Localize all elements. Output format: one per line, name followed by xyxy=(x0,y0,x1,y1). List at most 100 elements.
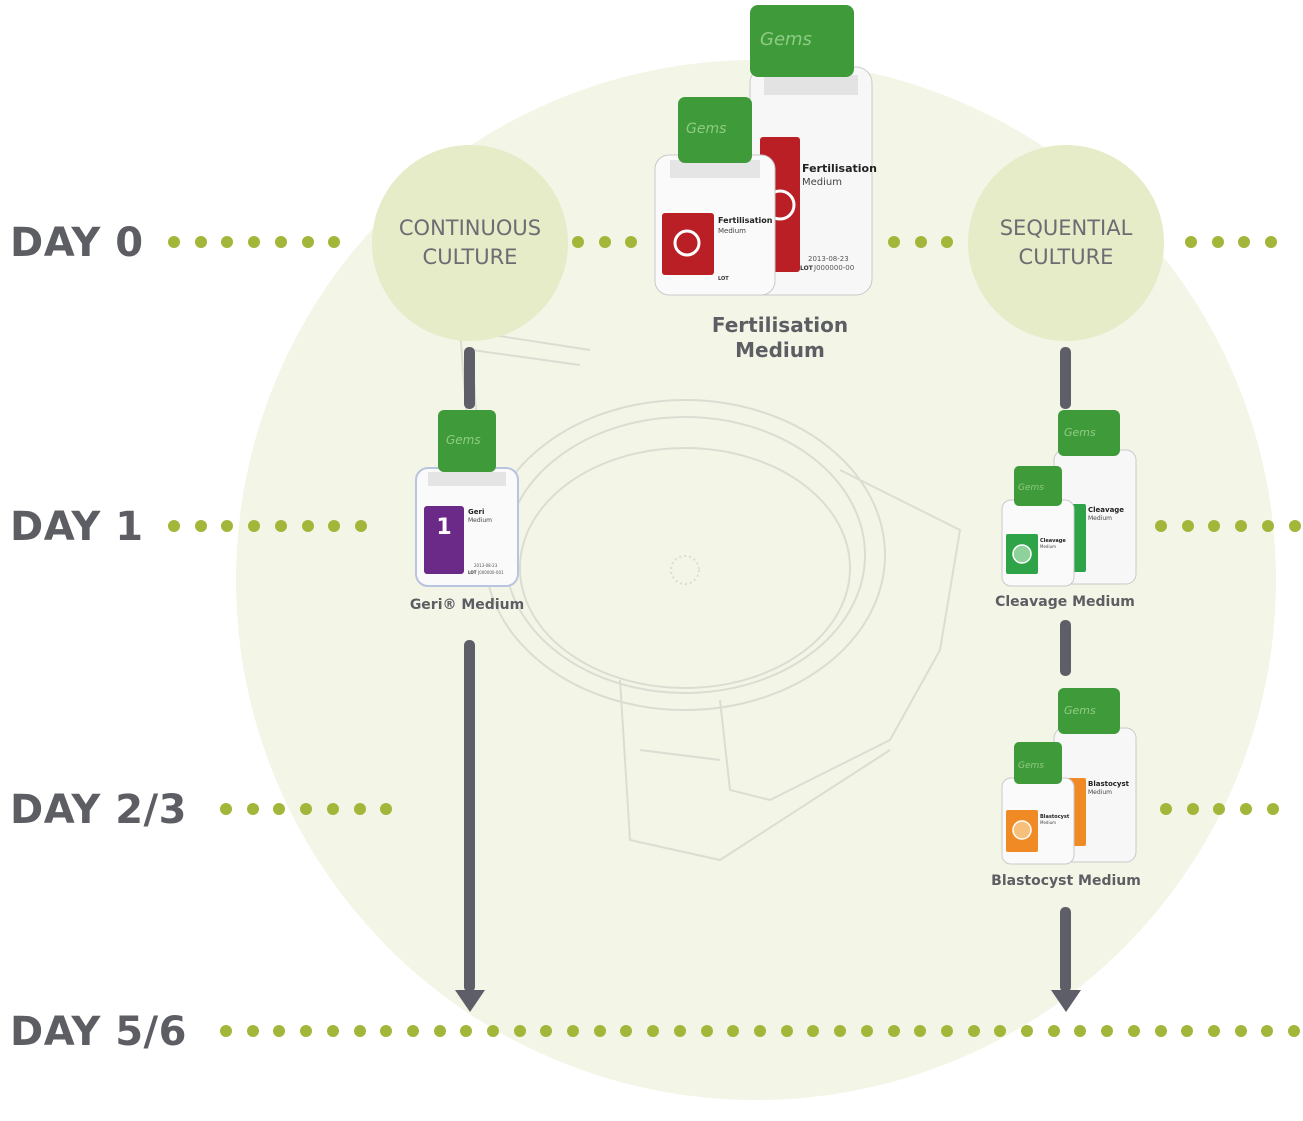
geri-label-number: 1 xyxy=(436,515,451,540)
timeline-dot xyxy=(1048,1025,1060,1037)
sequential-mid-connector-line xyxy=(1060,620,1071,676)
day-1-label: DAY 1 xyxy=(10,504,144,550)
timeline-dot xyxy=(1262,520,1274,532)
timeline-dot xyxy=(968,1025,980,1037)
blastocyst-large-label-name: Blastocyst xyxy=(1088,780,1130,788)
continuous-arrowhead xyxy=(455,990,485,1012)
geri-date: 2013-08-23 xyxy=(474,563,498,568)
cleavage-small-label-name: Cleavage xyxy=(1040,538,1066,544)
timeline-dot xyxy=(300,803,312,815)
timeline-dot xyxy=(1181,1025,1193,1037)
day-0-label: DAY 0 xyxy=(10,220,144,266)
continuous-connector-line xyxy=(464,347,475,409)
timeline-dot xyxy=(1289,520,1301,532)
geri-medium-caption: Geri® Medium xyxy=(409,597,525,613)
day-0-dots-right xyxy=(1185,236,1303,248)
sequential-arrow-shaft xyxy=(1060,907,1071,992)
timeline-dot xyxy=(220,1025,232,1037)
timeline-dot xyxy=(807,1025,819,1037)
timeline-dot xyxy=(625,236,637,248)
timeline-dot xyxy=(888,236,900,248)
fertilisation-medium-bottles: Gems Fertilisation Medium 2013-08-23 LOT… xyxy=(654,5,877,296)
fertilisation-large-lot-tag: LOT xyxy=(800,265,814,272)
continuous-arrow-shaft xyxy=(464,640,475,992)
blastocyst-small-cap-brand: Gems xyxy=(1018,761,1044,771)
timeline-dot xyxy=(327,803,339,815)
timeline-dot xyxy=(781,1025,793,1037)
timeline-dot xyxy=(754,1025,766,1037)
timeline-dot xyxy=(888,1025,900,1037)
sequential-connector-line xyxy=(1060,347,1071,409)
timeline-dot xyxy=(514,1025,526,1037)
timeline-dot xyxy=(1155,1025,1167,1037)
day-0-dots-left xyxy=(168,236,362,248)
geri-cap-brand: Gems xyxy=(446,433,481,447)
timeline-dot xyxy=(487,1025,499,1037)
timeline-dot xyxy=(572,236,584,248)
timeline-dot xyxy=(247,803,259,815)
timeline-dot xyxy=(594,1025,606,1037)
timeline-dot xyxy=(355,520,367,532)
blastocyst-small-label-sub: Medium xyxy=(1040,820,1056,825)
sequential-culture-line2: CULTURE xyxy=(1018,245,1114,269)
timeline-dot xyxy=(647,1025,659,1037)
timeline-dot xyxy=(599,236,611,248)
timeline-dot xyxy=(273,1025,285,1037)
timeline-dot xyxy=(620,1025,632,1037)
timeline-dot xyxy=(434,1025,446,1037)
fertilisation-large-cap-brand: Gems xyxy=(760,29,812,50)
sequential-culture-circle: SEQUENTIAL CULTURE xyxy=(968,145,1164,341)
timeline-dot xyxy=(1128,1025,1140,1037)
timeline-dot xyxy=(328,236,340,248)
timeline-dot xyxy=(195,520,207,532)
timeline-dot xyxy=(220,803,232,815)
day-2-3-label: DAY 2/3 xyxy=(10,787,187,833)
fertilisation-large-lot: J000000-00 xyxy=(813,264,854,272)
timeline-dot xyxy=(1238,236,1250,248)
timeline-dot xyxy=(941,236,953,248)
timeline-dot xyxy=(1155,520,1167,532)
timeline-dot xyxy=(168,236,180,248)
timeline-dot xyxy=(275,236,287,248)
fertilisation-caption-line2: Medium xyxy=(735,338,825,362)
timeline-dot xyxy=(1235,520,1247,532)
fertilisation-small-label-sub: Medium xyxy=(718,227,746,235)
geri-lot-tag: LOT xyxy=(468,570,477,575)
timeline-dot xyxy=(994,1025,1006,1037)
timeline-dot xyxy=(354,1025,366,1037)
cleavage-medium-caption: Cleavage Medium xyxy=(995,594,1135,610)
fertilisation-medium-caption: Fertilisation Medium xyxy=(680,313,880,363)
fertilisation-caption-line1: Fertilisation xyxy=(711,313,849,337)
timeline-dot xyxy=(221,520,233,532)
fertilisation-small-lot-tag: LOT xyxy=(718,276,729,282)
timeline-dot xyxy=(567,1025,579,1037)
day-1-dots-right xyxy=(1155,520,1303,532)
cleavage-large-label-sub: Medium xyxy=(1088,515,1112,522)
blastocyst-large-label-sub: Medium xyxy=(1088,789,1112,796)
timeline-dot xyxy=(327,1025,339,1037)
timeline-dot xyxy=(221,236,233,248)
timeline-dot xyxy=(727,1025,739,1037)
timeline-dot xyxy=(1101,1025,1113,1037)
timeline-dot xyxy=(1021,1025,1033,1037)
fertilisation-small-cap-brand: Gems xyxy=(686,121,726,137)
timeline-dot xyxy=(380,803,392,815)
timeline-dot xyxy=(540,1025,552,1037)
blastocyst-small-label-name: Blastocyst xyxy=(1040,814,1070,820)
continuous-culture-line1: CONTINUOUS xyxy=(398,216,542,240)
timeline-dot xyxy=(1208,520,1220,532)
timeline-dot xyxy=(915,236,927,248)
timeline-dot xyxy=(195,236,207,248)
timeline-dot xyxy=(1235,1025,1247,1037)
timeline-dot xyxy=(354,803,366,815)
timeline-dot xyxy=(275,520,287,532)
cleavage-small-label-sub: Medium xyxy=(1040,544,1056,549)
sequential-culture-line1: SEQUENTIAL xyxy=(999,216,1133,240)
blastocyst-large-cap-brand: Gems xyxy=(1064,704,1096,717)
timeline-dot xyxy=(273,803,285,815)
day-0-dots-center-right xyxy=(888,236,958,248)
day-5-6-dots xyxy=(220,1025,1303,1037)
timeline-dot xyxy=(380,1025,392,1037)
timeline-dot xyxy=(914,1025,926,1037)
timeline-dot xyxy=(407,1025,419,1037)
